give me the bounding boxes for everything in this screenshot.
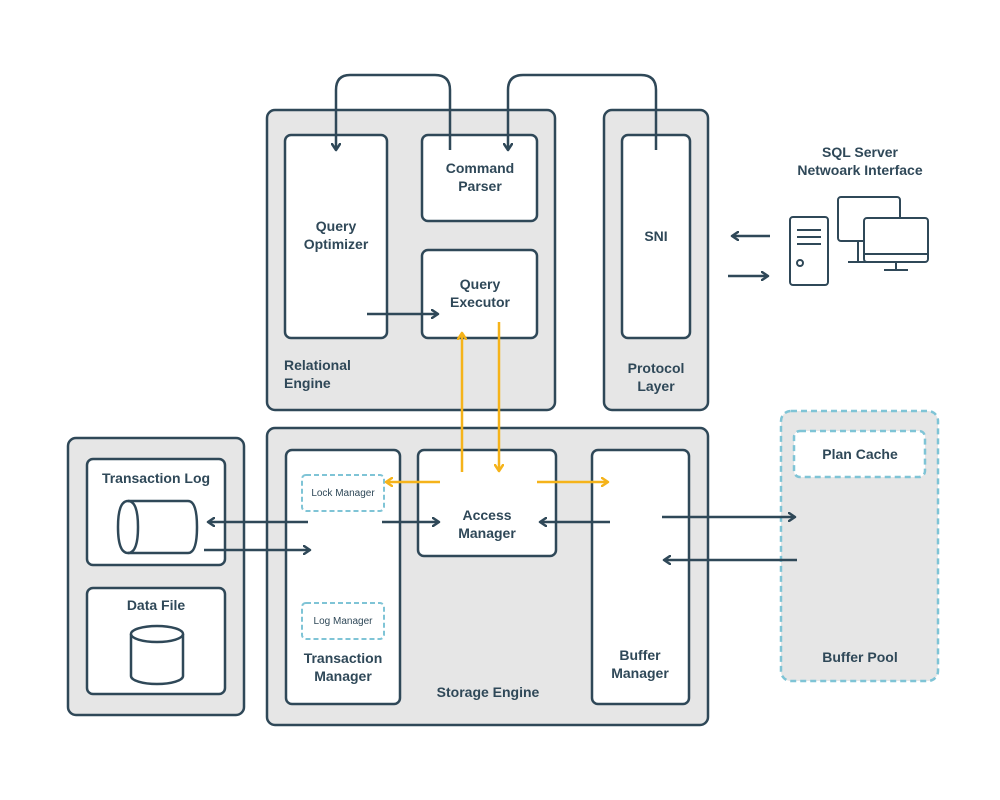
sni-label: SNI [644, 228, 667, 244]
log-manager-box[interactable] [301, 602, 385, 640]
access-manager-box[interactable] [416, 448, 558, 558]
database-cylinder-icon [129, 624, 185, 686]
arrow-parser-to-optimizer [336, 73, 452, 150]
sql-server-label-2: Netwoark Interface [797, 162, 922, 178]
query-executor-label-2: Executor [450, 294, 510, 310]
transaction-manager-label-1: Transaction [304, 650, 383, 666]
query-optimizer-label-2: Optimizer [304, 236, 369, 252]
transaction-manager-label-2: Manager [314, 668, 372, 684]
protocol-layer-label-2: Layer [637, 378, 675, 394]
plan-cache-box[interactable] [792, 429, 927, 479]
storage-engine-label: Storage Engine [437, 684, 540, 700]
query-executor-box[interactable] [420, 248, 539, 340]
computer-icon [789, 196, 929, 286]
query-optimizer-label-1: Query [316, 218, 357, 234]
command-parser-box[interactable] [420, 133, 539, 223]
sql-server-label-1: SQL Server [822, 144, 899, 160]
command-parser-label-1: Command [446, 160, 514, 176]
arrow-sni-to-parser [508, 73, 658, 150]
plan-cache-label: Plan Cache [822, 446, 898, 462]
lock-manager-box[interactable] [301, 474, 385, 512]
transaction-log-box[interactable] [85, 457, 227, 567]
query-executor-label-1: Query [460, 276, 501, 292]
command-parser-label-2: Parser [458, 178, 502, 194]
transaction-log-label: Transaction Log [102, 470, 210, 486]
relational-engine-label-1: Relational [284, 357, 351, 373]
lock-manager-label: Lock Manager [311, 488, 375, 499]
buffer-pool-panel [779, 409, 940, 683]
buffer-manager-label-2: Manager [611, 665, 669, 681]
buffer-manager-label-1: Buffer [619, 647, 661, 663]
access-manager-label-2: Manager [458, 525, 516, 541]
log-drum-icon [116, 499, 199, 555]
transaction-manager-box[interactable] [284, 448, 402, 706]
buffer-pool-label: Buffer Pool [822, 649, 897, 665]
relational-engine-label-2: Engine [284, 375, 331, 391]
access-manager-label-1: Access [462, 507, 511, 523]
buffer-manager-box[interactable] [590, 448, 691, 706]
data-file-label: Data File [127, 597, 186, 613]
protocol-layer-label-1: Protocol [628, 360, 685, 376]
log-manager-label: Log Manager [314, 616, 374, 627]
